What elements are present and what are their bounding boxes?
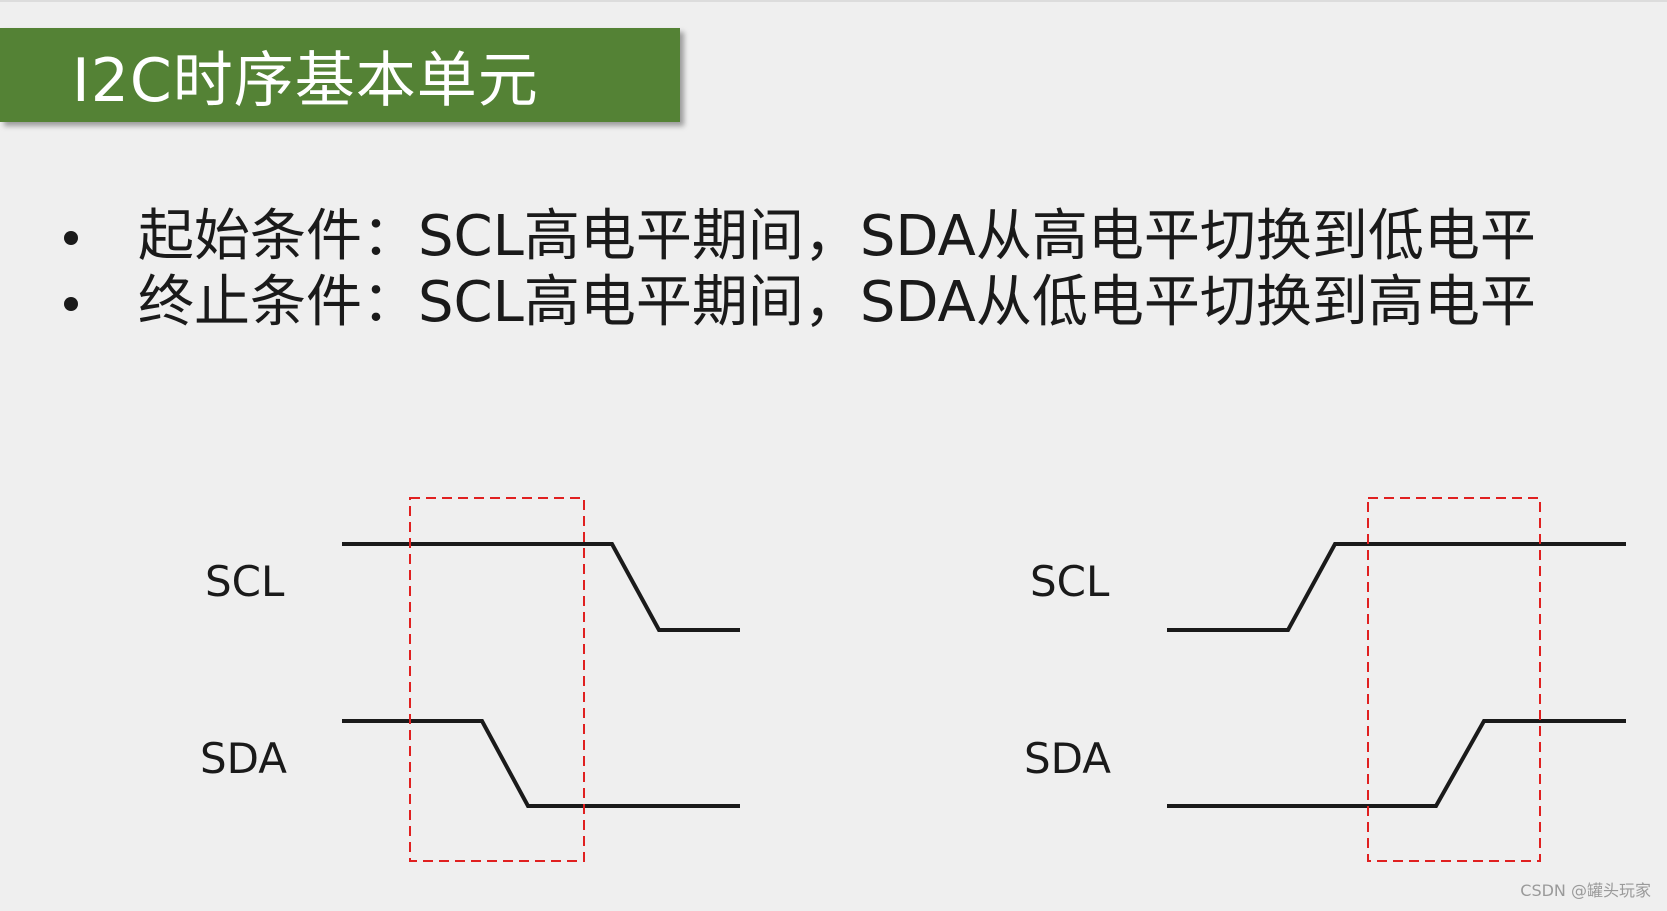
start-highlight-box (409, 497, 585, 862)
stop-scl-waveform (1167, 542, 1626, 632)
bullet-text-stop: 终止条件：SCL高电平期间，SDA从低电平切换到高电平 (138, 270, 1536, 335)
bullet-icon (64, 231, 78, 245)
start-scl-label: SCL (205, 557, 285, 606)
stop-highlight-box (1367, 497, 1541, 862)
bullet-start-condition: 起始条件：SCL高电平期间，SDA从高电平切换到低电平 (0, 205, 1667, 269)
bullet-icon (64, 297, 78, 311)
start-sda-label: SDA (200, 734, 287, 783)
title-banner: I2C时序基本单元 (0, 28, 680, 122)
bullet-text-start: 起始条件：SCL高电平期间，SDA从高电平切换到低电平 (138, 204, 1536, 269)
watermark: CSDN @罐头玩家 (1520, 881, 1651, 900)
stop-sda-label: SDA (1024, 734, 1111, 783)
bullet-stop-condition: 终止条件：SCL高电平期间，SDA从低电平切换到高电平 (0, 271, 1667, 335)
top-rule (0, 0, 1667, 2)
page-title: I2C时序基本单元 (72, 45, 539, 116)
stop-condition-diagram: SCL SDA (1024, 497, 1626, 862)
stop-scl-label: SCL (1030, 557, 1110, 606)
start-condition-diagram: SCL SDA (200, 497, 740, 862)
stop-sda-waveform (1167, 719, 1626, 808)
start-scl-waveform (342, 542, 740, 632)
start-sda-waveform (342, 719, 740, 808)
